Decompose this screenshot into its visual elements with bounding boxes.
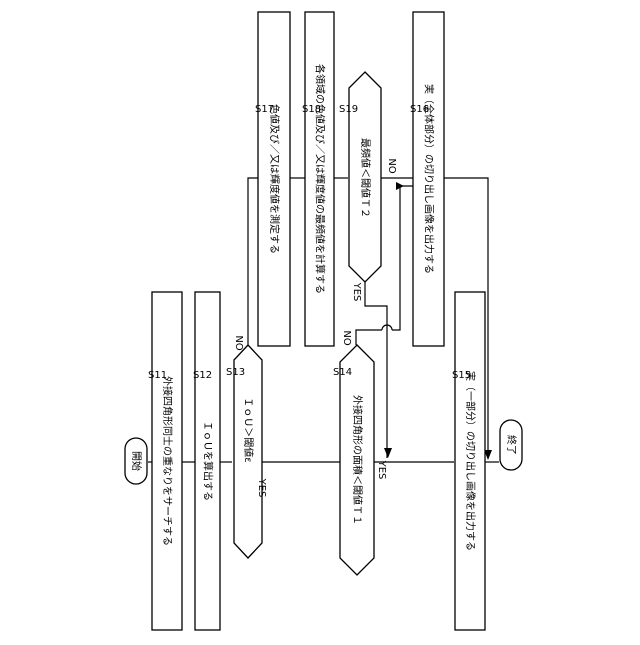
decision-s19: 最頻値＜閾値Ｔ２ S19 [339, 72, 381, 282]
s17-id: S17 [255, 104, 274, 115]
s12-text: ＩｏＵを算出する [202, 421, 215, 501]
step-s12: ＩｏＵを算出する S12 [193, 292, 220, 630]
decision-s14: 外接四角形の面積＜閾値Ｔ１ S14 [333, 345, 374, 575]
s13-text: ＩｏＵ＞閾値ε [242, 397, 255, 462]
s13-id: S13 [226, 367, 245, 378]
start-label: 開始 [130, 451, 143, 471]
s17-text: 色値及び／又は輝度値を測定する [268, 104, 281, 254]
s14-id: S14 [333, 367, 352, 378]
s14-no-label: NO [341, 330, 352, 345]
s13-no-label: NO [233, 335, 244, 350]
end-label: 終了 [505, 435, 518, 455]
step-s15: 実（一部分）の切り出し画像を出力する S15 [452, 292, 485, 630]
s13-yes-label: YES [256, 478, 267, 498]
s18-id: S18 [302, 104, 321, 115]
s18-text: 各領域の色値及び／又は輝度値の最頻値を計算する [314, 64, 327, 294]
s15-id: S15 [452, 370, 471, 381]
s16-id: S16 [410, 104, 429, 115]
arrowhead-s19-yes [384, 448, 392, 458]
step-s18: 各領域の色値及び／又は輝度値の最頻値を計算する S18 [302, 12, 334, 346]
s11-id: S11 [148, 370, 167, 381]
step-s11: 外接四角形同士の重なりをサーチする S11 [148, 292, 182, 630]
s19-yes-label: YES [351, 282, 362, 302]
start-terminal: 開始 [125, 438, 147, 484]
s14-yes-label: YES [376, 460, 387, 480]
step-s16: 実（全体部分）の切り出し画像を出力する S16 [410, 12, 444, 346]
s12-id: S12 [193, 370, 212, 381]
s19-id: S19 [339, 104, 358, 115]
step-s17: 色値及び／又は輝度値を測定する S17 [255, 12, 290, 346]
connector-s14-no-b [392, 186, 413, 330]
s14-text: 外接四角形の面積＜閾値Ｔ１ [351, 395, 364, 525]
connector-s13-s17-no [248, 178, 258, 345]
connector-s14-no-a [356, 330, 382, 345]
end-terminal: 終了 [500, 420, 522, 470]
s19-text: 最頻値＜閾値Ｔ２ [359, 138, 372, 218]
s11-text: 外接四角形同士の重なりをサーチする [161, 376, 174, 546]
s19-no-label: NO [386, 158, 397, 173]
decision-s13: ＩｏＵ＞閾値ε S13 [226, 345, 262, 558]
s15-text: 実（一部分）の切り出し画像を出力する [464, 371, 477, 551]
